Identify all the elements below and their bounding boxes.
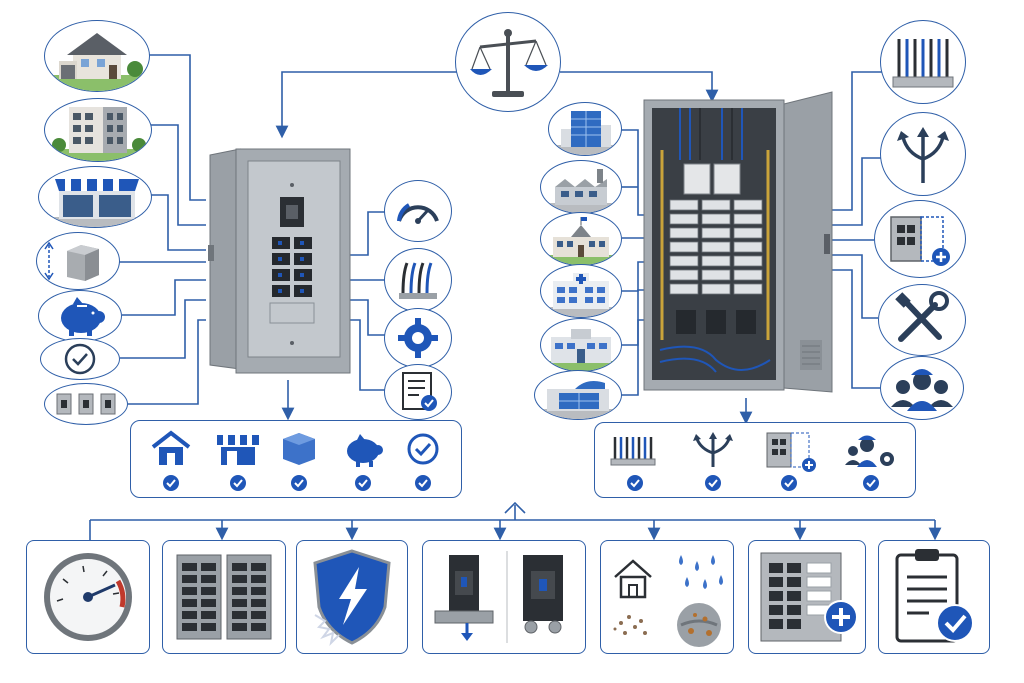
panel-expansion-icon: [760, 552, 858, 642]
breaker-compatibility-card: [422, 540, 586, 654]
wiring-node: [384, 248, 452, 312]
large-panel-illustration: [643, 91, 833, 393]
office-tower-icon: [549, 111, 621, 155]
distribution-node: [880, 112, 966, 196]
campus-building-node: [540, 318, 622, 372]
house-icon: [151, 430, 191, 465]
apartment-building-node: [44, 98, 152, 162]
breaker-comparison-icon: [434, 551, 563, 643]
residential-house-node: [44, 20, 150, 92]
checklist-icon: [402, 372, 437, 411]
expansion-panel-icon: [766, 432, 816, 472]
small-panel-summary-icons: [151, 430, 439, 491]
balance-scale-icon: [470, 29, 548, 97]
check-circle-icon: [64, 343, 96, 375]
many-wires-icon: [610, 437, 656, 466]
school-icon: [541, 217, 621, 265]
compliance-node: [384, 364, 452, 420]
ampere-rating-card: [26, 540, 150, 654]
expansion-node: [874, 200, 966, 278]
wires-icon: [399, 262, 437, 299]
school-node: [540, 212, 622, 266]
environment-card: [600, 540, 734, 654]
house-icon: [45, 33, 149, 91]
storefront-icon: [39, 179, 151, 227]
storefront-node: [38, 166, 152, 228]
large-switchboard-panel: [640, 90, 840, 400]
cube-icon: [283, 433, 315, 465]
compact-size-node: [36, 232, 120, 290]
split-arrows-icon: [897, 127, 949, 183]
large-panel-summary-icons: [610, 432, 894, 491]
compliance-clipboard-icon: [895, 549, 974, 643]
small-panel-summary: [130, 420, 462, 498]
balance-scale-node: [455, 12, 561, 112]
reliability-node: [40, 338, 120, 380]
expansion-panel-icon: [890, 216, 950, 266]
split-arrows-icon: [695, 438, 731, 467]
piggy-bank-icon: [61, 297, 105, 336]
professional-install-node: [880, 356, 964, 420]
circuit-count-card: [162, 540, 286, 654]
future-expansion-card: [748, 540, 866, 654]
hospital-icon: [541, 273, 621, 317]
capacity-gauge-node: [384, 180, 452, 242]
gauge-icon: [397, 203, 439, 224]
piggy-bank-node: [38, 290, 122, 342]
workers-gear-icon: [845, 435, 894, 467]
campus-building-icon: [541, 329, 621, 371]
many-circuits-node: [880, 20, 966, 104]
code-compliance-card: [878, 540, 990, 654]
apartment-building-icon: [45, 107, 151, 161]
many-wires-icon: [892, 39, 954, 88]
large-office-node: [534, 370, 622, 420]
office-tower-node: [548, 102, 622, 156]
check-circle-icon: [407, 433, 439, 465]
surge-shield-icon: [313, 549, 391, 647]
piggy-bank-icon: [347, 434, 383, 467]
breaker-panels-icon: [176, 554, 272, 640]
factory-icon: [541, 169, 621, 213]
large-panel-summary: [594, 422, 916, 498]
factory-node: [540, 160, 622, 214]
maintenance-node: [878, 284, 966, 356]
storefront-icon: [217, 435, 259, 465]
small-breaker-panel: [200, 145, 360, 380]
compact-size-icon: [44, 241, 99, 281]
large-office-icon: [535, 381, 621, 419]
surge-protection-card: [296, 540, 408, 654]
gear-icon: [398, 318, 438, 358]
workers-icon: [891, 369, 953, 411]
hospital-node: [540, 264, 622, 318]
small-breakers-icon: [56, 393, 116, 415]
environment-conditions-icon: [613, 555, 723, 647]
small-panel-illustration: [208, 148, 351, 374]
small-breakers-node: [44, 383, 128, 425]
tools-icon: [895, 291, 949, 342]
configuration-node: [384, 308, 452, 368]
ampere-gauge-icon: [44, 553, 132, 641]
